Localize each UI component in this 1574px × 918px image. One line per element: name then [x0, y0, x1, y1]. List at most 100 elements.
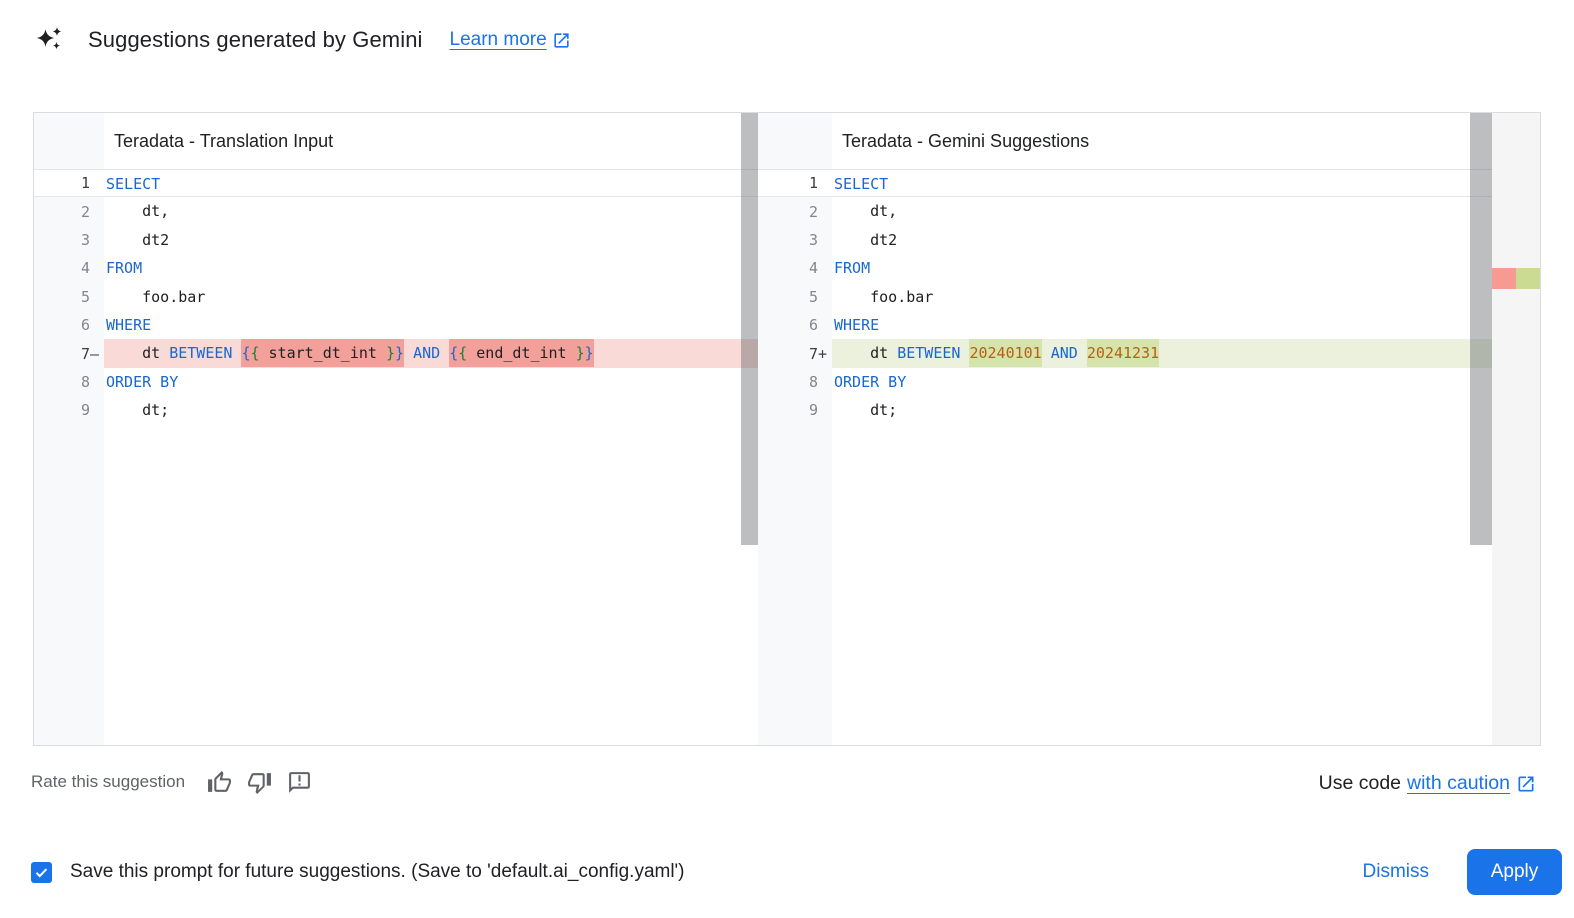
- code-token: dt;: [834, 401, 898, 420]
- code-token: {: [241, 339, 251, 368]
- line-number-gutter: [758, 113, 832, 745]
- dismiss-button[interactable]: Dismiss: [1345, 851, 1448, 893]
- line-number: 3: [808, 230, 818, 249]
- rate-label: Rate this suggestion: [31, 772, 186, 791]
- code-line-7: 7+ dt BETWEEN 20240101 AND 20241231: [758, 339, 1540, 368]
- line-number: 2: [80, 202, 90, 221]
- scrollbar-thumb[interactable]: [741, 113, 758, 545]
- rate-icons: [206, 769, 312, 795]
- diff-sign: —: [90, 344, 100, 363]
- code-text: SELECT: [104, 170, 758, 196]
- gemini-sparkle-icon: [36, 27, 62, 50]
- code-token: WHERE: [834, 315, 880, 334]
- code-token: FROM: [834, 259, 871, 278]
- thumb-down-icon[interactable]: [246, 769, 272, 795]
- open-in-new-icon: [1518, 776, 1534, 791]
- code-text: foo.bar: [832, 283, 1540, 311]
- code-text: SELECT: [832, 170, 1540, 196]
- code-line-8: 8 ORDER BY: [34, 368, 758, 396]
- code-text: dt;: [104, 396, 758, 424]
- code-token: dt2: [834, 230, 898, 249]
- code-token: dt,: [834, 202, 898, 221]
- right-pane-title: Teradata - Gemini Suggestions: [842, 131, 1090, 151]
- line-number: 5: [808, 287, 818, 306]
- code-token: {: [458, 339, 468, 368]
- code-token: 20241231: [1086, 339, 1160, 368]
- code-token: 20240101: [969, 339, 1042, 368]
- code-token: start_dt_int: [259, 339, 386, 368]
- learn-more-label: Learn more: [449, 29, 547, 50]
- line-number: 1: [34, 170, 104, 197]
- feedback-icon[interactable]: [286, 769, 312, 795]
- line-number: 3: [80, 230, 90, 249]
- apply-button[interactable]: Apply: [1467, 849, 1562, 895]
- code-line-8: 8 ORDER BY: [758, 368, 1540, 396]
- code-text: dt BETWEEN {{ start_dt_int }} AND {{ end…: [104, 339, 758, 368]
- code-token: end_dt_int: [467, 339, 576, 368]
- line-number: 9: [80, 401, 90, 420]
- code-token: [1042, 344, 1051, 362]
- code-line-5: 5 foo.bar: [758, 283, 1540, 311]
- code-text: dt;: [832, 396, 1540, 424]
- scrollbar-thumb[interactable]: [1470, 113, 1492, 545]
- thumb-up-icon[interactable]: [206, 769, 232, 795]
- line-number: 8: [80, 372, 90, 391]
- page-title: Suggestions generated by Gemini: [88, 27, 423, 52]
- left-pane-title: Teradata - Translation Input: [114, 131, 334, 151]
- code-token: }: [575, 339, 585, 368]
- diff-sign: +: [818, 344, 828, 363]
- code-text: dt2: [832, 226, 1540, 254]
- right-scrollbar[interactable]: [1470, 113, 1492, 745]
- line-number: 4: [808, 259, 818, 278]
- with-caution-link[interactable]: with caution: [1407, 772, 1510, 794]
- open-in-new-icon: [554, 32, 569, 48]
- code-token: dt: [106, 344, 170, 363]
- save-prompt-checkbox[interactable]: [31, 861, 52, 883]
- line-number: 8: [808, 372, 818, 391]
- action-bar: Save this prompt for future suggestions.…: [31, 848, 1562, 896]
- overview-added-marker[interactable]: [1516, 268, 1540, 289]
- code-text: dt,: [104, 197, 758, 225]
- code-token: {: [449, 339, 459, 368]
- code-token: ORDER BY: [834, 372, 907, 391]
- code-text: FROM: [832, 254, 1540, 282]
- line-number: 1: [758, 170, 832, 197]
- code-token: }: [385, 339, 395, 368]
- code-token: ORDER BY: [106, 372, 179, 391]
- code-token: FROM: [106, 259, 143, 278]
- overview-removed-marker[interactable]: [1492, 268, 1516, 289]
- code-line-2: 2 dt,: [758, 197, 1540, 225]
- code-token: dt2: [106, 230, 170, 249]
- code-line-9: 9 dt;: [758, 396, 1540, 424]
- code-token: BETWEEN: [897, 344, 961, 363]
- code-text: FROM: [104, 254, 758, 282]
- use-code-row: Use code with caution: [1319, 772, 1536, 795]
- code-line-4: 4 FROM: [758, 254, 1540, 282]
- code-line-3: 3 dt2: [758, 226, 1540, 254]
- save-prompt-label: Save this prompt for future suggestions.…: [70, 861, 685, 882]
- code-token: }: [584, 339, 594, 368]
- left-scrollbar[interactable]: [741, 113, 758, 745]
- code-line-7: 7— dt BETWEEN {{ start_dt_int }} AND {{ …: [34, 339, 758, 368]
- line-number: 9: [808, 401, 818, 420]
- code-line-9: 9 dt;: [34, 396, 758, 424]
- code-text: dt2: [104, 226, 758, 254]
- learn-more-link[interactable]: Learn more: [450, 29, 571, 51]
- code-text: ORDER BY: [832, 368, 1540, 396]
- code-text: foo.bar: [104, 283, 758, 311]
- code-token: dt;: [106, 401, 170, 420]
- code-token: foo.bar: [106, 287, 206, 306]
- code-token: AND: [1050, 344, 1078, 363]
- code-token: foo.bar: [834, 287, 934, 306]
- suggestions-header: Suggestions generated by Gemini Learn mo…: [35, 26, 571, 54]
- diff-overview-ruler[interactable]: [1492, 113, 1540, 745]
- line-number: 7—: [34, 339, 104, 367]
- line-number: 2: [808, 202, 818, 221]
